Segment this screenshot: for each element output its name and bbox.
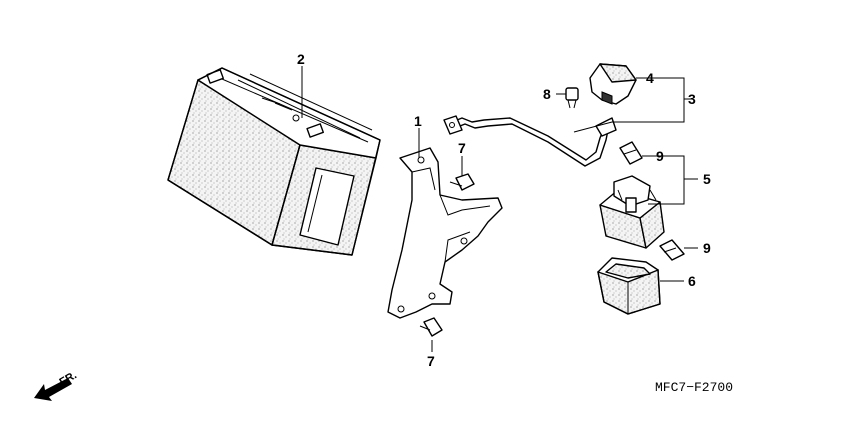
part-number-labels: 2 1 7 7 8 4 3 9 5 9 6 (297, 51, 711, 369)
label-battery: 2 (297, 51, 305, 67)
front-arrow-icon (34, 378, 72, 401)
front-label: FR. (58, 369, 79, 388)
label-bolt-lower: 7 (427, 353, 435, 369)
label-bolt-upper: 7 (458, 140, 466, 156)
label-cable-assembly: 3 (688, 91, 696, 107)
label-screw: 8 (543, 86, 551, 102)
label-bracket: 1 (414, 113, 422, 129)
fuse-upper (619, 141, 643, 165)
relay-cover (597, 257, 661, 315)
flange-bolt-lower (419, 317, 443, 337)
leader-lines (301, 66, 698, 352)
battery-cable (443, 115, 617, 167)
label-starter-relay: 5 (703, 171, 711, 187)
label-terminal-cover: 4 (646, 70, 654, 86)
battery (167, 67, 381, 256)
terminal-cover (589, 63, 637, 105)
starter-relay (599, 175, 665, 249)
label-fuse-lower: 9 (703, 240, 711, 256)
terminal-screw (565, 87, 579, 109)
label-fuse-upper: 9 (656, 148, 664, 164)
front-direction-indicator: FR. (34, 369, 79, 401)
flange-bolt-upper (449, 173, 475, 191)
battery-bracket (387, 147, 503, 319)
diagram-code: MFC7−F2700 (655, 380, 733, 395)
fuse-lower (659, 239, 685, 261)
label-relay-cover: 6 (688, 273, 696, 289)
